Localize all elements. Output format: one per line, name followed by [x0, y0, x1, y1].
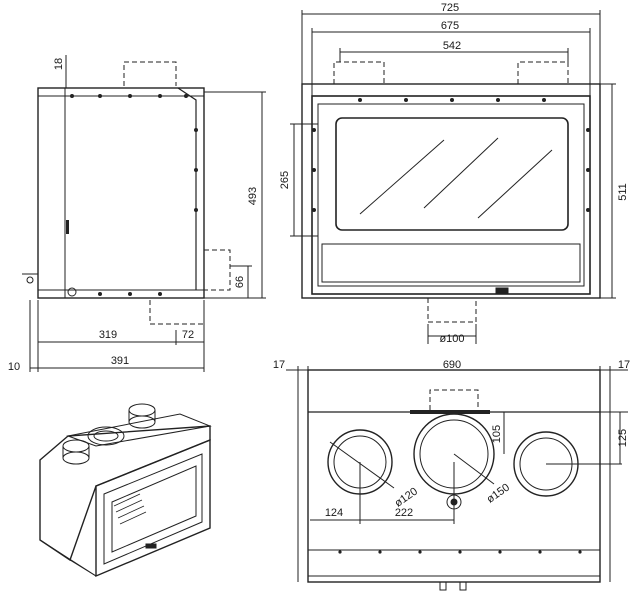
dim-10: 10: [8, 361, 20, 373]
iso-collar-left: [62, 439, 90, 453]
dim-66: 66: [234, 276, 246, 288]
iso-collar-center-inner: [93, 430, 119, 442]
glass-reflection-1: [359, 139, 445, 215]
iso-corner: [69, 559, 97, 577]
side-bracket: [26, 276, 34, 284]
front-frame: [311, 95, 591, 295]
iso-front-inner: [103, 453, 203, 565]
front-ashpan: [321, 243, 581, 283]
dim-17-left: 17: [273, 359, 285, 371]
top-front-bar: [410, 410, 490, 414]
dim-124: 124: [325, 507, 343, 519]
dim-222: 222: [395, 507, 413, 519]
iso-view: [39, 403, 212, 578]
top-foot-left: [439, 581, 447, 591]
glass-reflection-3: [477, 149, 553, 219]
leader-120: [329, 441, 395, 489]
dim-125: 125: [617, 429, 629, 447]
dim-150: ø150: [485, 481, 512, 505]
iso-collar-center: [87, 426, 125, 446]
front-outer: [301, 83, 601, 299]
dim-100: ø100: [439, 333, 464, 345]
top-inlet: [429, 389, 479, 410]
dim-675: 675: [441, 20, 459, 32]
side-flue-top: [123, 61, 177, 86]
dim-493: 493: [247, 187, 259, 205]
dim-542: 542: [443, 40, 461, 52]
dim-72: 72: [182, 329, 194, 341]
iso-glass: [111, 465, 197, 553]
side-view: [22, 55, 266, 372]
iso-handle: [145, 543, 157, 549]
top-foot-right: [459, 581, 467, 591]
front-flue-right: [517, 61, 569, 84]
dim-265: 265: [279, 171, 291, 189]
iso-body-left: [39, 425, 211, 562]
side-inlet-bottom: [149, 300, 205, 325]
front-glass: [335, 117, 569, 231]
iso-top: [66, 413, 212, 447]
leader-150: [453, 453, 495, 485]
iso-collar-right-base: [128, 415, 156, 429]
side-foot: [67, 287, 77, 297]
iso-front: [95, 438, 211, 578]
front-inlet-bottom: [427, 298, 477, 323]
side-front-plate: [177, 87, 197, 290]
side-handle: [66, 220, 69, 234]
top-rivets: [338, 550, 582, 554]
side-rivets: [70, 94, 198, 296]
dim-18: 18: [53, 58, 65, 70]
side-box: [204, 249, 231, 291]
top-view: [286, 366, 628, 591]
front-rivets: [312, 98, 590, 212]
iso-collar-right: [128, 403, 156, 417]
front-inner-frame: [317, 103, 585, 287]
dim-319: 319: [99, 329, 117, 341]
glass-reflection-2: [423, 137, 499, 209]
iso-grate: [113, 493, 147, 525]
front-vent: [495, 287, 509, 295]
dim-690: 690: [443, 359, 461, 371]
iso-collar-left-base: [62, 451, 90, 465]
dim-105: 105: [491, 425, 503, 443]
front-flue-left: [333, 61, 385, 84]
dim-725: 725: [441, 2, 459, 14]
dim-511: 511: [617, 183, 629, 201]
dim-17-right: 17: [618, 359, 630, 371]
front-view: [290, 10, 616, 344]
dim-391: 391: [111, 355, 129, 367]
side-body: [37, 87, 205, 299]
